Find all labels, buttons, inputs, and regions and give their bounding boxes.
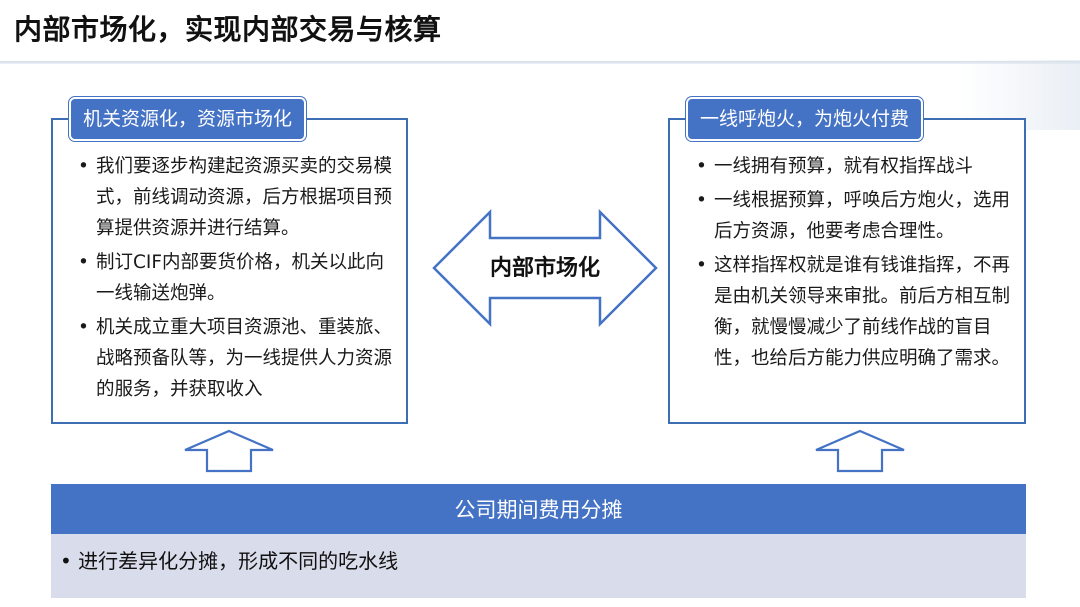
list-item: 机关成立重大项目资源池、重装旅、战略预备队等，为一线提供人力资源的服务，并获取收… <box>76 312 394 405</box>
center-label: 内部市场化 <box>489 256 600 281</box>
list-item: 一线根据预算，呼唤后方炮火，选用后方资源，他要考虑合理性。 <box>694 185 1014 247</box>
list-item: 我们要逐步构建起资源买卖的交易模式，前线调动资源，后方根据项目预算提供资源并进行… <box>76 151 394 244</box>
double-arrow-icon <box>432 208 658 328</box>
bottom-bullet-text: • 进行差异化分摊，形成不同的吃水线 <box>60 549 399 573</box>
right-bullet-list: 一线拥有预算，就有权指挥战斗 一线根据预算，呼唤后方炮火，选用后方资源，他要考虑… <box>694 151 1014 377</box>
list-item: 制订CIF内部要货价格，机关以此向一线输送炮弹。 <box>76 247 394 309</box>
left-bullet-list: 我们要逐步构建起资源买卖的交易模式，前线调动资源，后方根据项目预算提供资源并进行… <box>76 151 394 408</box>
bottom-header: 公司期间费用分摊 <box>51 484 1026 534</box>
right-panel-tag: 一线呼炮火，为炮火付费 <box>686 97 924 141</box>
list-item: 一线拥有预算，就有权指挥战斗 <box>694 151 1014 182</box>
up-arrow-icon <box>184 429 274 473</box>
slide-title: 内部市场化，实现内部交易与核算 <box>14 13 442 46</box>
bottom-body <box>51 534 1026 598</box>
left-panel-tag: 机关资源化，资源市场化 <box>69 97 307 141</box>
list-item: 这样指挥权就是谁有钱谁指挥，不再是由机关领导来审批。前后方相互制衡，就慢慢减少了… <box>694 250 1014 374</box>
up-arrow-icon <box>815 429 905 473</box>
title-divider <box>0 61 1080 64</box>
